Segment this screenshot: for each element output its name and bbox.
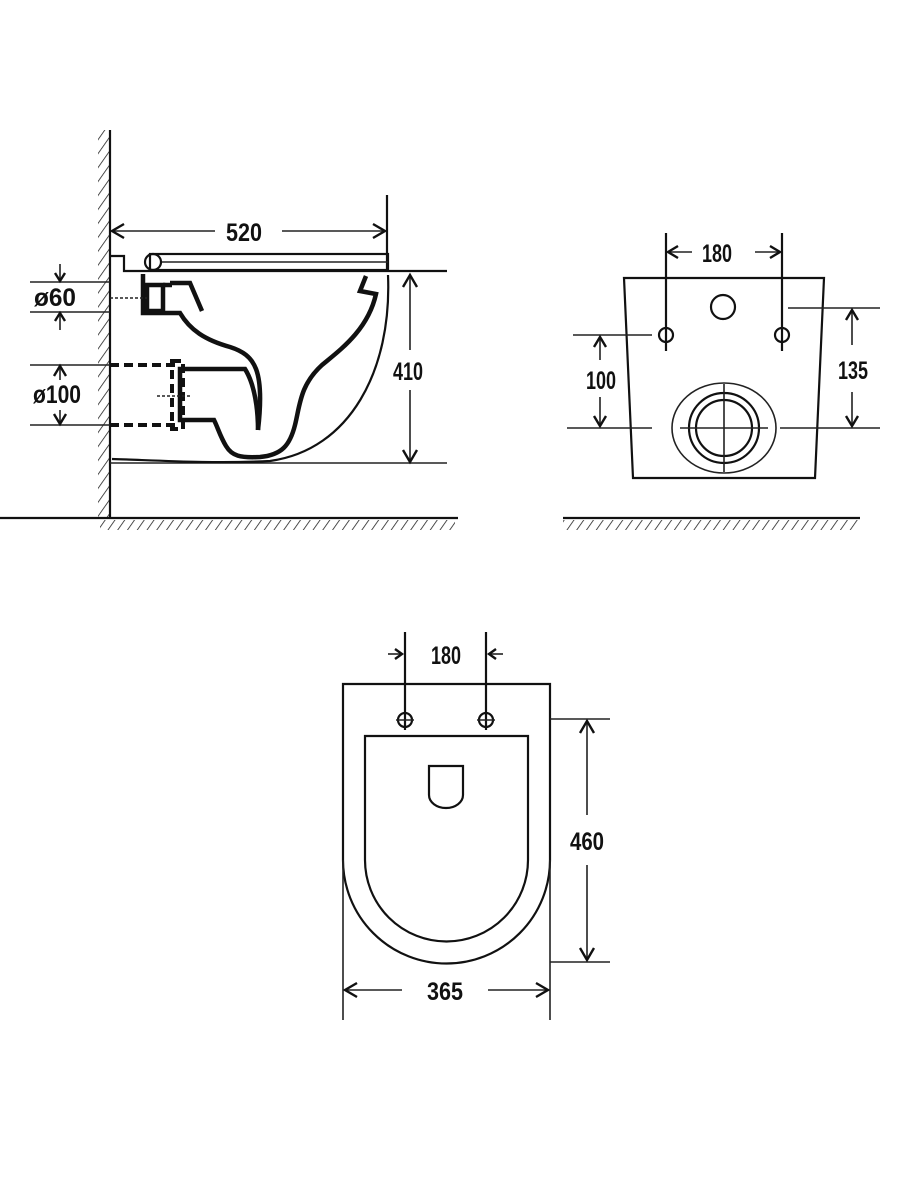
arrow-left-icon	[342, 981, 358, 999]
arrow-left-icon	[665, 244, 679, 260]
bowl-outer-outline	[111, 274, 390, 464]
floor-hatch	[563, 520, 858, 530]
arrow-right-icon	[372, 222, 388, 240]
water-inlet-hole	[709, 293, 737, 321]
side-view: 520 410 ø60 ø100	[0, 130, 458, 530]
arrow-down-icon	[844, 415, 860, 429]
bolt-hole	[657, 326, 675, 344]
inlet-diameter-label: ø60	[34, 284, 76, 312]
arrow-down-icon	[401, 449, 419, 465]
arrow-down-icon	[52, 413, 68, 427]
arrow-left-icon	[486, 648, 497, 660]
bowl-inner-trap	[177, 275, 379, 460]
floor-hatch	[100, 520, 455, 530]
wall-hatch	[98, 130, 110, 518]
arrow-down-icon	[53, 272, 67, 284]
bowl-opening-top	[363, 734, 530, 943]
bolt-hole	[773, 326, 791, 344]
arrow-down-icon	[578, 947, 596, 963]
flush-channel	[170, 280, 205, 312]
arrow-down-icon	[592, 415, 608, 429]
arrow-up-icon	[52, 363, 68, 377]
bolt-spacing-label: 180	[431, 642, 461, 670]
arrow-up-icon	[578, 718, 596, 734]
bolt-to-outlet-label: 100	[586, 367, 616, 395]
back-view: 180 100 135	[563, 233, 880, 530]
outlet-slot	[427, 764, 465, 810]
top-view: 180 460 365	[341, 632, 610, 1020]
bolt-spacing-label: 180	[702, 240, 732, 268]
arrow-up-icon	[844, 307, 860, 321]
arrow-right-icon	[394, 648, 405, 660]
rim-line	[110, 254, 447, 273]
inlet-to-outlet-label: 135	[838, 357, 868, 385]
width-dimension-label: 520	[226, 219, 262, 247]
inlet-socket	[144, 282, 166, 314]
length-dimension-label: 460	[570, 828, 604, 856]
width-dimension-label: 365	[427, 978, 463, 1006]
height-dimension-label: 410	[393, 358, 423, 386]
outlet-flange	[671, 382, 777, 474]
arrow-right-icon	[535, 981, 551, 999]
arrow-up-icon	[53, 310, 67, 322]
arrow-left-icon	[109, 222, 125, 240]
arrow-up-icon	[401, 272, 419, 288]
bowl-outer-top	[341, 682, 552, 965]
hinge-icon	[143, 252, 163, 272]
bowl-rear-wall	[140, 274, 263, 431]
arrow-up-icon	[592, 334, 608, 348]
arrow-right-icon	[769, 244, 783, 260]
outlet-connector-dashed	[170, 359, 185, 431]
back-outline	[622, 276, 826, 480]
outlet-diameter-label: ø100	[33, 381, 81, 409]
